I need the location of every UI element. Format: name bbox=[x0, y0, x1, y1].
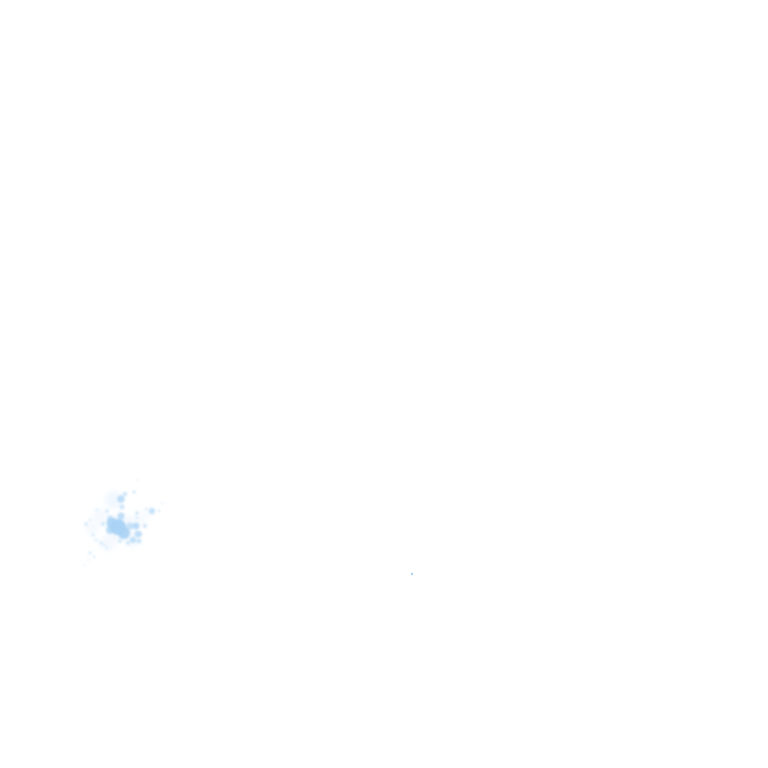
splatter-blob bbox=[134, 530, 142, 538]
splatter-blob bbox=[88, 518, 92, 522]
splatter-blob bbox=[135, 516, 139, 520]
splatter-blob bbox=[117, 512, 125, 520]
stray-speck-dot bbox=[410, 572, 414, 576]
splatter-blob bbox=[84, 522, 88, 526]
splatter-blob bbox=[149, 508, 155, 514]
splatter-core bbox=[84, 478, 164, 566]
splatter-blob bbox=[105, 546, 109, 550]
splatter-blob bbox=[160, 501, 164, 505]
splatter-blob bbox=[94, 538, 98, 542]
splatter-blob bbox=[410, 572, 414, 576]
splatter-blob bbox=[135, 511, 139, 515]
splatter-blob bbox=[106, 526, 114, 534]
splatter-blob bbox=[139, 532, 143, 536]
splatter-blob bbox=[143, 524, 147, 528]
splatter-blob bbox=[117, 495, 125, 503]
splatter-blob bbox=[95, 508, 99, 512]
splatter-blob bbox=[91, 533, 95, 537]
splatter-blob bbox=[105, 491, 123, 509]
splatter-blob bbox=[144, 507, 148, 511]
splatter-blob bbox=[119, 504, 125, 510]
splatter-blob bbox=[100, 521, 106, 527]
splatter-blob bbox=[99, 534, 117, 552]
splatter-blob bbox=[126, 541, 130, 545]
splatter-blob bbox=[157, 509, 161, 513]
splatter-blob bbox=[132, 522, 140, 530]
splatter-blob bbox=[126, 522, 134, 530]
splatter-blob bbox=[118, 527, 130, 539]
splatter-blob bbox=[117, 538, 123, 544]
splatter-blob bbox=[85, 522, 99, 536]
splatter-blob bbox=[92, 555, 96, 559]
splatter-blob bbox=[135, 478, 139, 482]
splatter-blob bbox=[105, 509, 109, 513]
splatter-blob bbox=[107, 515, 113, 521]
splatter-blob bbox=[129, 536, 137, 544]
splatter-blob bbox=[99, 541, 103, 545]
splatter-blob bbox=[123, 492, 127, 496]
splatter-blob bbox=[92, 508, 108, 524]
splatter-blob bbox=[136, 538, 142, 544]
splatter-blob bbox=[87, 559, 89, 561]
splatter-blob bbox=[102, 543, 106, 547]
splatter-blob bbox=[132, 490, 136, 494]
splatter-blob bbox=[84, 564, 86, 566]
splatter-blob bbox=[88, 551, 92, 555]
